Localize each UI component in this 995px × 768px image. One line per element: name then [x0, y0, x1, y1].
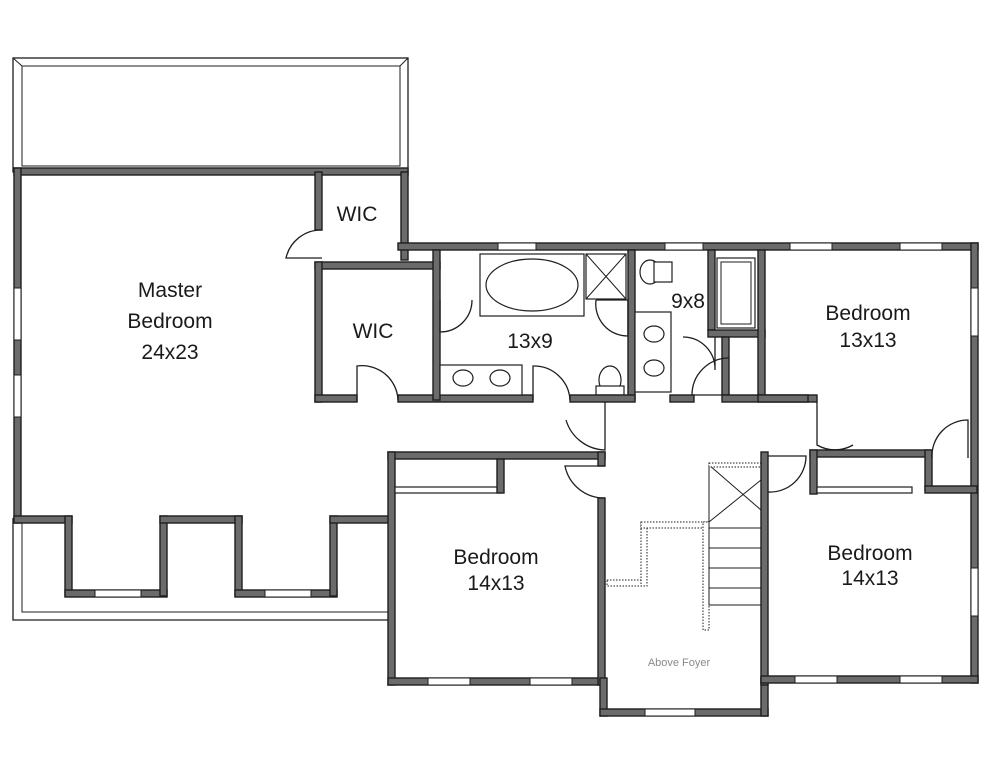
terrace-bottom	[12, 518, 390, 621]
upper-wing-walls	[397, 242, 979, 684]
wic-walls	[285, 171, 534, 403]
bedroom-center-walls	[387, 451, 606, 686]
hall-bath	[634, 249, 766, 401]
bedroom-se-walls	[760, 419, 979, 686]
master-bath-size: 13x9	[507, 330, 553, 353]
bedroom-ne-walls	[757, 394, 809, 403]
foyer-stairs	[599, 462, 769, 717]
hall-bath-size: 9x8	[671, 290, 705, 313]
bedroom-ne-label: Bedroom	[825, 302, 910, 325]
bedroom-ne-size: 13x13	[839, 329, 896, 352]
wic-upper-label: WIC	[337, 203, 378, 226]
above-foyer-label: Above Foyer	[648, 657, 711, 669]
hallway-walls	[565, 394, 854, 451]
wic-lower-label: WIC	[353, 320, 394, 343]
master-bedroom-walls	[13, 167, 409, 598]
master-bedroom-label-line2: Bedroom	[127, 310, 212, 333]
bedroom-se-label: Bedroom	[827, 542, 912, 565]
master-bedroom-label-line1: Master	[138, 279, 202, 302]
master-bath	[432, 249, 636, 401]
bedroom-se-size: 14x13	[841, 567, 898, 590]
balcony-top	[12, 57, 409, 173]
bedroom-center-size: 14x13	[467, 572, 524, 595]
master-bedroom-size: 24x23	[141, 341, 198, 364]
bedroom-center-label: Bedroom	[453, 546, 538, 569]
